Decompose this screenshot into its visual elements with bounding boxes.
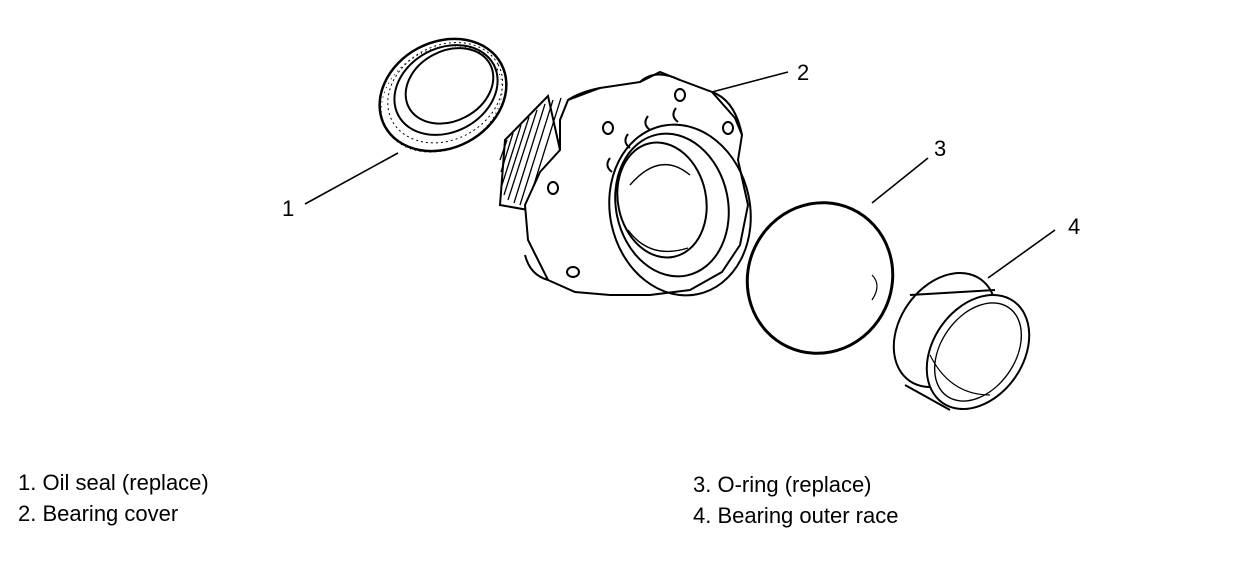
legend-item-oil-seal: 1. Oil seal (replace) bbox=[18, 470, 209, 495]
callout-number-2: 2 bbox=[797, 60, 809, 85]
o-ring-part bbox=[745, 201, 895, 355]
leader-line-4 bbox=[987, 229, 1056, 279]
bearing-cover-part bbox=[498, 70, 752, 297]
callout-number-1: 1 bbox=[282, 196, 294, 221]
leader-line-1 bbox=[304, 152, 399, 205]
bearing-outer-race-part bbox=[892, 272, 1031, 411]
legend-item-o-ring: 3. O-ring (replace) bbox=[693, 472, 872, 497]
oil-seal-part bbox=[378, 37, 508, 153]
leader-line-3 bbox=[871, 157, 929, 204]
leader-lines bbox=[304, 71, 1056, 279]
legend-item-bearing-cover: 2. Bearing cover bbox=[18, 501, 179, 526]
leader-line-2 bbox=[711, 71, 789, 93]
callout-number-3: 3 bbox=[934, 136, 946, 161]
callout-number-4: 4 bbox=[1068, 214, 1080, 239]
legend-item-bearing-outer-race: 4. Bearing outer race bbox=[693, 503, 899, 528]
